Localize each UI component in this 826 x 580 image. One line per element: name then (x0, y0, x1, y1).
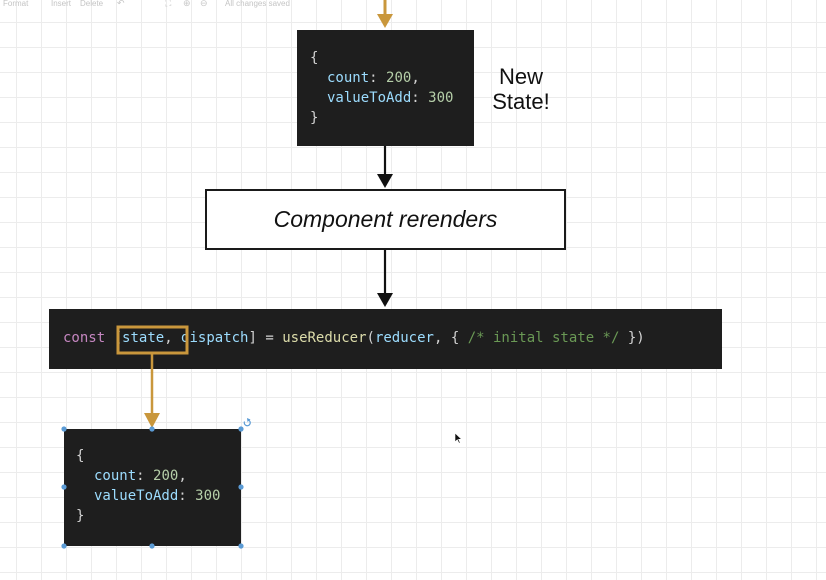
state-result-box[interactable]: { count: 200, valueToAdd: 300 } (64, 429, 241, 546)
state-highlight-frame (116, 325, 189, 355)
mouse-cursor-icon (454, 432, 463, 444)
result-line-open: { (76, 448, 85, 464)
toolbar-delete[interactable]: Delete (80, 0, 104, 8)
state-arrow-head (144, 413, 160, 428)
zoom-in-icon[interactable]: ⊕ (183, 0, 191, 8)
handle-bottom-center (149, 543, 155, 549)
annotation-line-2: State! (492, 89, 550, 114)
selection-handles[interactable] (61, 426, 244, 549)
handle-middle-left (61, 484, 67, 490)
component-rerenders-box[interactable]: Component rerenders (205, 189, 566, 250)
use-reducer-code-line: const [state, dispatch] = useReducer(red… (63, 330, 645, 346)
new-state-annotation[interactable]: New State! (482, 64, 560, 114)
handle-top-center (149, 426, 155, 432)
state-variable: state (122, 330, 165, 346)
toolbar-format[interactable]: Format (3, 0, 29, 8)
state-line-open: { (310, 50, 319, 66)
undo-icon[interactable]: ↶ (117, 0, 125, 8)
save-status: All changes saved (225, 0, 290, 8)
arrow-render-to-code-head (377, 293, 393, 307)
handle-bottom-left (61, 543, 67, 549)
use-reducer-code-box[interactable]: const [state, dispatch] = useReducer(red… (49, 309, 722, 369)
incoming-arrow-head (377, 14, 393, 28)
state-line-value-to-add: valueToAdd: 300 (327, 90, 454, 106)
new-state-box[interactable]: { count: 200, valueToAdd: 300 } (297, 30, 474, 146)
zoom-out-icon[interactable]: ⊖ (200, 0, 208, 8)
annotation-line-1: New (498, 64, 543, 89)
result-line-close: } (76, 508, 85, 524)
process-label: Component rerenders (273, 206, 498, 232)
toolbar: Format Insert Delete ↶ ⛶ ⊕ ⊖ All changes… (0, 0, 826, 10)
handle-middle-right (238, 484, 244, 490)
state-line-count: count: 200, (327, 70, 420, 86)
rotate-handle-icon[interactable] (243, 418, 251, 427)
result-line-count: count: 200, (94, 468, 187, 484)
handle-top-right (238, 426, 244, 432)
handle-top-left (61, 426, 67, 432)
state-line-close: } (310, 110, 319, 126)
toolbar-insert[interactable]: Insert (51, 0, 72, 8)
result-line-value-to-add: valueToAdd: 300 (94, 488, 221, 504)
fit-icon[interactable]: ⛶ (165, 0, 172, 8)
handle-bottom-right (238, 543, 244, 549)
arrow-state-to-render-head (377, 174, 393, 188)
